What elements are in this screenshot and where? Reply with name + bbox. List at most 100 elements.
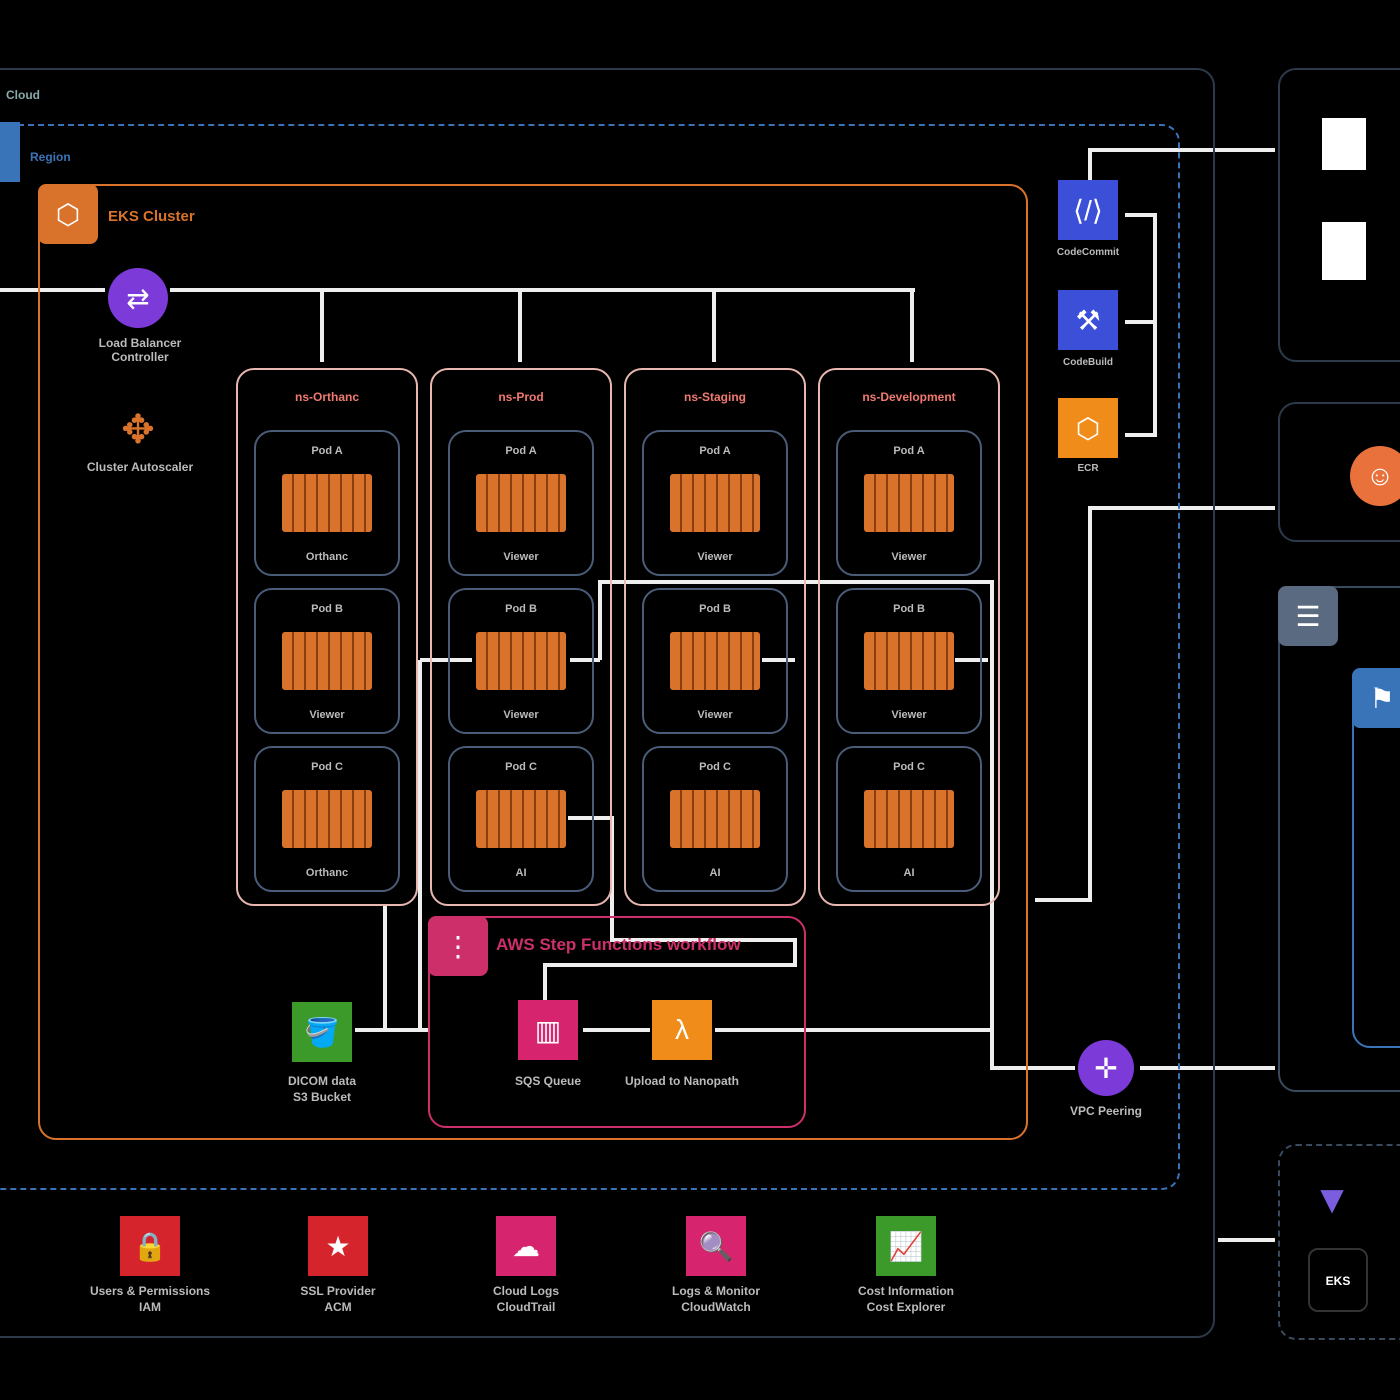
pod-app-label: Viewer bbox=[503, 709, 539, 721]
pod-app-label: AI bbox=[515, 867, 527, 879]
pod-group bbox=[448, 430, 594, 576]
codecommit-label: CodeCommit bbox=[1056, 247, 1120, 258]
ecr-icon: ⬡ bbox=[1058, 398, 1118, 458]
terraform-group bbox=[1278, 1144, 1400, 1340]
pod-title: Pod B bbox=[505, 603, 537, 615]
namespace-label: ns-Orthanc bbox=[294, 390, 359, 404]
service-sublabel: ACM bbox=[324, 1300, 352, 1314]
pod-app-label: Viewer bbox=[697, 709, 733, 721]
pod-title: Pod A bbox=[893, 445, 925, 457]
service-sublabel: CloudWatch bbox=[681, 1300, 751, 1314]
terraform-cell bbox=[1308, 1248, 1368, 1312]
cloud-group bbox=[0, 68, 1215, 1338]
s3-bucket-icon: 🪣 bbox=[292, 1002, 352, 1062]
pod-app-label: Orthanc bbox=[305, 867, 349, 879]
service-sublabel: CloudTrail bbox=[496, 1300, 556, 1314]
region-group bbox=[0, 124, 1180, 1190]
s3-label-2: S3 Bucket bbox=[292, 1090, 352, 1104]
container-icon bbox=[282, 790, 372, 848]
autoscaler-icon: ✥ bbox=[121, 408, 155, 452]
pod-group bbox=[836, 746, 982, 892]
pod-group bbox=[836, 588, 982, 734]
codebuild-label: CodeBuild bbox=[1063, 357, 1113, 368]
pod-group bbox=[836, 430, 982, 576]
codecommit-icon: ⟨/⟩ bbox=[1058, 180, 1118, 240]
pod-group bbox=[642, 588, 788, 734]
region-flag-icon bbox=[0, 122, 20, 182]
container-icon bbox=[864, 474, 954, 532]
service-sublabel: IAM bbox=[139, 1300, 161, 1314]
pod-app-label: Viewer bbox=[697, 551, 733, 563]
pod-group bbox=[642, 746, 788, 892]
cloud-label: Cloud bbox=[6, 88, 40, 102]
pod-app-label: Orthanc bbox=[305, 551, 349, 563]
pod-group bbox=[642, 430, 788, 576]
sqs-label: SQS Queue bbox=[514, 1074, 582, 1088]
eks-cluster-group bbox=[38, 184, 1028, 1140]
container-icon bbox=[476, 790, 566, 848]
namespace-label: ns-Development bbox=[862, 390, 956, 404]
service-label: Cost Information bbox=[858, 1284, 954, 1298]
step-functions-icon: ⋮ bbox=[428, 916, 488, 976]
service-icon: ★ bbox=[308, 1216, 368, 1276]
argocd-icon: ☺ bbox=[1350, 446, 1400, 506]
pod-group bbox=[254, 746, 400, 892]
container-icon bbox=[864, 632, 954, 690]
codebuild-icon: ⚒ bbox=[1058, 290, 1118, 350]
pod-title: Pod C bbox=[699, 761, 731, 773]
pod-title: Pod C bbox=[893, 761, 925, 773]
document-icon bbox=[1322, 118, 1366, 170]
pod-title: Pod B bbox=[893, 603, 925, 615]
container-icon bbox=[476, 632, 566, 690]
service-label: Users & Permissions bbox=[89, 1284, 211, 1298]
namespace-group bbox=[624, 368, 806, 906]
pod-app-label: Viewer bbox=[891, 551, 927, 563]
service-icon: 🔒 bbox=[120, 1216, 180, 1276]
service-label: Logs & Monitor bbox=[672, 1284, 760, 1298]
pod-title: Pod C bbox=[311, 761, 343, 773]
container-icon bbox=[670, 632, 760, 690]
lambda-icon: λ bbox=[652, 1000, 712, 1060]
container-icon bbox=[670, 474, 760, 532]
step-functions-group bbox=[428, 916, 806, 1128]
container-icon bbox=[282, 474, 372, 532]
pod-title: Pod B bbox=[311, 603, 343, 615]
eks-icon: ⬡ bbox=[38, 184, 98, 244]
right-group-mid bbox=[1278, 586, 1400, 1092]
load-balancer-icon: ⇄ bbox=[108, 268, 168, 328]
service-icon: 🔍 bbox=[686, 1216, 746, 1276]
argocd-group bbox=[1278, 402, 1400, 542]
document-icon bbox=[1322, 222, 1366, 280]
namespace-group bbox=[236, 368, 418, 906]
container-icon bbox=[670, 790, 760, 848]
namespace-group bbox=[818, 368, 1000, 906]
namespace-group bbox=[430, 368, 612, 906]
pod-title: Pod A bbox=[505, 445, 537, 457]
autoscaler-label: Cluster Autoscaler bbox=[86, 460, 194, 474]
service-label: Cloud Logs bbox=[493, 1284, 559, 1298]
namespace-label: ns-Prod bbox=[498, 390, 544, 404]
pod-app-label: AI bbox=[709, 867, 721, 879]
namespace-label: ns-Staging bbox=[684, 390, 746, 404]
pod-group bbox=[254, 430, 400, 576]
pod-group bbox=[254, 588, 400, 734]
container-icon bbox=[282, 632, 372, 690]
lambda-label: Upload to Nanopath bbox=[625, 1074, 739, 1088]
pod-app-label: Viewer bbox=[503, 551, 539, 563]
right-group-top bbox=[1278, 68, 1400, 362]
pod-group bbox=[448, 588, 594, 734]
pod-title: Pod B bbox=[699, 603, 731, 615]
pod-title: Pod A bbox=[699, 445, 731, 457]
pod-app-label: Viewer bbox=[891, 709, 927, 721]
container-icon bbox=[864, 790, 954, 848]
pod-app-label: Viewer bbox=[309, 709, 345, 721]
s3-label-1: DICOM data bbox=[287, 1074, 356, 1088]
pod-app-label: AI bbox=[903, 867, 915, 879]
container-icon bbox=[476, 474, 566, 532]
region-label: Region bbox=[30, 150, 71, 164]
ecr-label: ECR bbox=[1077, 463, 1099, 474]
eks-label: EKS Cluster bbox=[108, 208, 195, 225]
vpc-peering-icon: ✛ bbox=[1078, 1040, 1134, 1096]
pod-title: Pod A bbox=[311, 445, 343, 457]
